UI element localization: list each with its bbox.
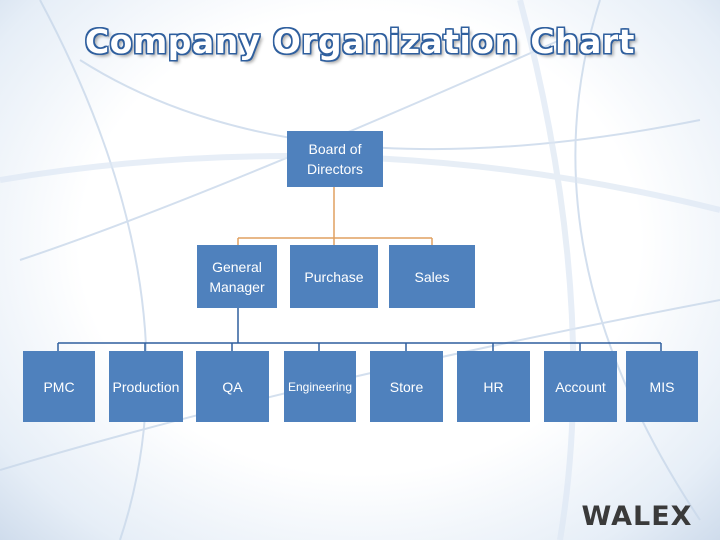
node-engineering[interactable]: Engineering — [284, 351, 356, 422]
node-account[interactable]: Account — [544, 351, 617, 422]
node-pmc[interactable]: PMC — [23, 351, 95, 422]
logo-text: WALEX — [582, 501, 693, 530]
walex-logo: WALEX — [582, 501, 693, 530]
node-general-manager[interactable]: General Manager — [197, 245, 277, 308]
node-purchase[interactable]: Purchase — [290, 245, 378, 308]
node-board-of-directors[interactable]: Board of Directors — [287, 131, 383, 187]
node-mis[interactable]: MIS — [626, 351, 698, 422]
node-store[interactable]: Store — [370, 351, 443, 422]
chart-title: Company Organization Chart — [85, 22, 635, 61]
node-qa[interactable]: QA — [196, 351, 269, 422]
node-production[interactable]: Production — [109, 351, 183, 422]
node-hr[interactable]: HR — [457, 351, 530, 422]
node-sales[interactable]: Sales — [389, 245, 475, 308]
